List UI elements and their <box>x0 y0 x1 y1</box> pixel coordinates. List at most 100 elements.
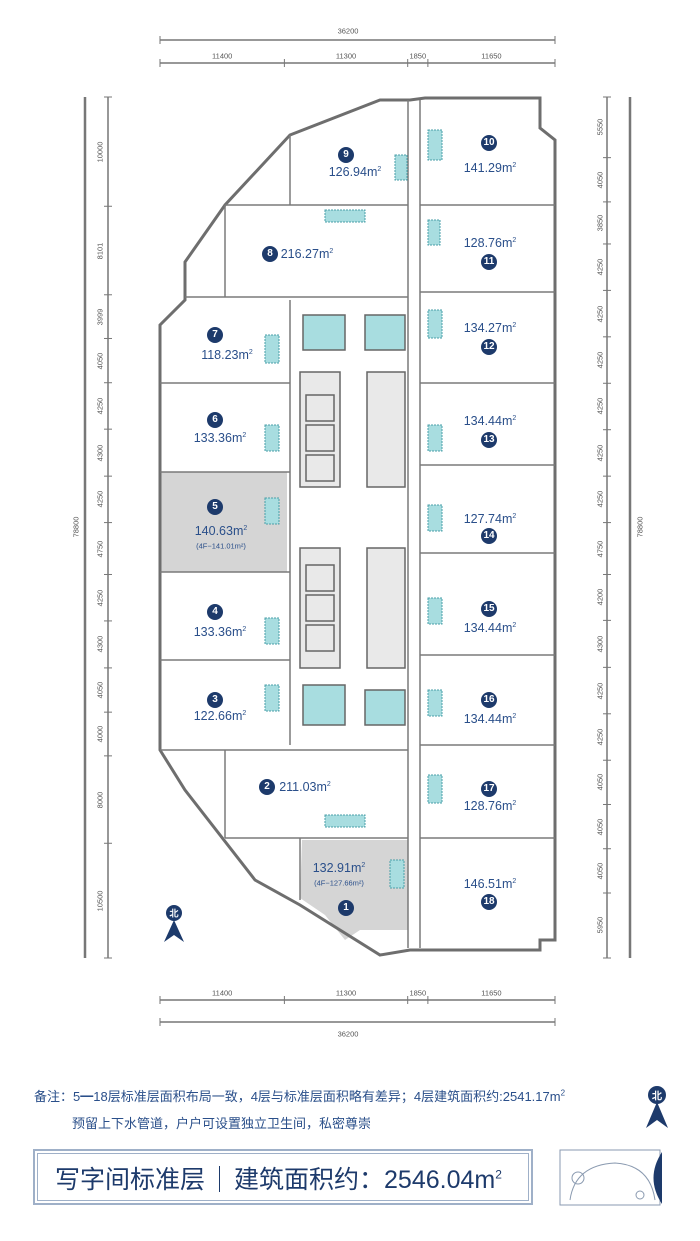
bathroom <box>264 497 280 525</box>
unit-number-9: 9 <box>338 147 354 163</box>
dimension-label: 4250 <box>595 682 605 699</box>
dimension-label: 3850 <box>595 214 605 232</box>
unit-area-5: 140.63m2 <box>194 524 248 538</box>
bathroom <box>427 129 443 161</box>
unit-number-6: 6 <box>207 412 223 428</box>
unit-area-15: 134.44m2 <box>463 621 517 635</box>
unit-4f-area-5: (4F−141.01m²) <box>196 541 246 551</box>
dimension-label: 4250 <box>595 398 605 415</box>
unit-area-3: 122.66m2 <box>193 709 247 723</box>
dimension-label: 11400 <box>212 51 233 61</box>
unit-area-17: 128.76m2 <box>463 799 517 813</box>
bathroom <box>264 334 280 364</box>
wet-areas <box>264 129 443 889</box>
unit-area-2: 211.03m2 <box>279 780 331 794</box>
unit-number-3: 3 <box>207 692 223 708</box>
bathroom <box>389 859 405 889</box>
floor-name: 写字间标准层 <box>55 1166 206 1194</box>
unit-number-14: 14 <box>481 528 497 544</box>
north-arrow-legend <box>646 1086 668 1128</box>
dimension-label: 4250 <box>95 397 105 415</box>
note-line-2: 预留上下水管道，户户可设置独立卫生间，私密尊崇 <box>72 1116 372 1131</box>
dimension-label: 4050 <box>595 774 605 791</box>
unit-area-9: 126.94m2 <box>328 165 382 179</box>
unit-area-16: 134.44m2 <box>463 712 517 726</box>
title-box: 写字间标准层建筑面积约：2546.04m2 <box>33 1149 533 1205</box>
unit-number-15: 15 <box>481 601 497 617</box>
unit-area-7: 118.23m2 <box>201 348 253 362</box>
bathroom <box>264 424 280 452</box>
left-total-dimension: 78800 <box>71 516 81 538</box>
top-total-dimension: 36200 <box>337 26 359 36</box>
unit-area-14: 127.74m2 <box>463 512 517 526</box>
dimension-label: 4050 <box>95 352 105 369</box>
unit-number-5: 5 <box>207 499 223 515</box>
dimension-label: 11650 <box>481 988 502 998</box>
bathroom <box>394 154 408 181</box>
dimension-label: 4250 <box>595 351 605 369</box>
unit-number-4: 4 <box>207 604 223 620</box>
dimension-label: 4050 <box>595 862 605 880</box>
unit-number-13: 13 <box>481 432 497 448</box>
dimension-label: 4250 <box>595 728 605 746</box>
north-label-legend: 北 <box>652 1091 662 1103</box>
dimension-label: 4300 <box>95 444 105 461</box>
dimension-label: 4050 <box>95 681 105 699</box>
dimension-label: 11300 <box>335 51 357 61</box>
unit-number-17: 17 <box>481 781 497 797</box>
building-outline <box>158 96 557 957</box>
unit-number-16: 16 <box>481 692 497 708</box>
dimension-label: 4750 <box>595 540 605 557</box>
unit-number-10: 10 <box>481 135 497 151</box>
dimension-label: 4250 <box>95 589 105 607</box>
dimension-label: 4000 <box>95 725 105 743</box>
bathroom <box>324 814 366 828</box>
dimension-label: 5950 <box>595 917 605 934</box>
north-arrow-plan <box>164 905 184 942</box>
dimension-label: 8000 <box>95 791 105 808</box>
dimension-label: 11300 <box>335 988 357 998</box>
unit-number-12: 12 <box>481 339 497 355</box>
unit-area-12: 134.27m2 <box>463 321 517 335</box>
floor-area: 建筑面积约：2546.04m <box>234 1166 496 1194</box>
bathroom <box>427 504 443 532</box>
right-total-dimension: 78800 <box>635 516 645 538</box>
unit-number-7: 7 <box>207 327 223 343</box>
bathroom <box>427 424 443 452</box>
unit-area-1: 132.91m2 <box>312 861 366 875</box>
dimension-label: 11400 <box>212 988 233 998</box>
bathroom <box>324 209 366 223</box>
unit-area-6: 133.36m2 <box>193 431 247 445</box>
bathroom <box>264 617 280 645</box>
dimension-label: 4250 <box>595 258 605 276</box>
interior-walls <box>160 100 555 948</box>
dimension-label: 1850 <box>409 988 427 998</box>
dimension-label: 4750 <box>95 540 105 557</box>
unit-area-11: 128.76m2 <box>463 236 517 250</box>
unit-number-8: 8 <box>262 246 278 262</box>
note-line-1: 备注：5━18层标准层面积布局一致，4层与标准层面积略有差异；4层建筑面积约:2… <box>34 1088 566 1104</box>
north-label-plan: 北 <box>169 908 179 919</box>
unit-4f-area-1: (4F−127.66m²) <box>314 878 364 888</box>
dimension-lines <box>83 36 632 1026</box>
dimension-label: 4250 <box>95 491 105 508</box>
bathroom <box>427 219 441 246</box>
dimension-label: 3999 <box>95 308 105 325</box>
dimension-label: 4250 <box>595 491 605 508</box>
unit-area-8: 216.27m2 <box>280 247 334 261</box>
dimension-label: 10000 <box>95 141 105 163</box>
dimension-label: 1850 <box>409 51 427 61</box>
unit-area-18: 146.51m2 <box>463 877 517 891</box>
dimension-label: 11650 <box>481 51 502 61</box>
bathroom <box>427 774 443 804</box>
bottom-total-dimension: 36200 <box>337 1029 359 1039</box>
bathroom <box>427 597 443 625</box>
dimension-label: 4250 <box>595 305 605 322</box>
dimension-label: 4200 <box>595 589 605 606</box>
title: 写字间标准层建筑面积约：2546.04m2 <box>55 1166 502 1194</box>
dimension-label: 4300 <box>95 636 105 653</box>
bathroom <box>427 309 443 339</box>
dimension-label: 4250 <box>595 444 605 462</box>
unit-area-10: 141.29m2 <box>463 161 517 175</box>
